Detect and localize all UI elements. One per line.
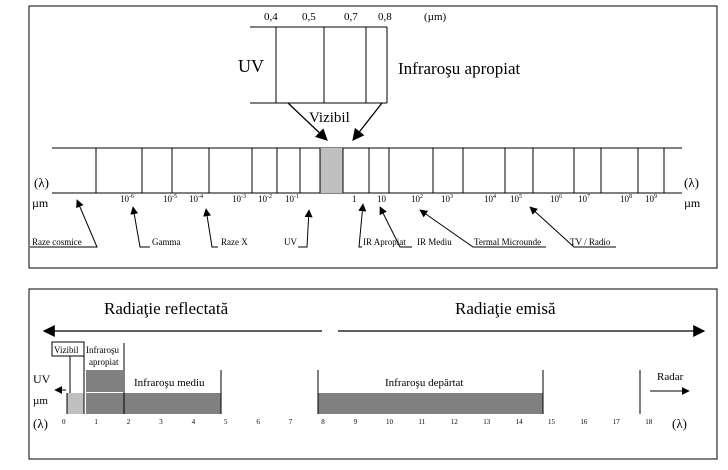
axis-tick-label: 16 [580,418,588,426]
pointer-ir-near [358,203,367,248]
region-label-uv: UV [284,237,297,247]
pointer-cosmic [30,199,98,248]
scale-label: 102 [411,194,423,204]
zoom-tick-label-2: 0,5 [302,11,316,23]
top-unit-right: µm [684,196,701,210]
scale-label: 10 [377,194,387,204]
axis-tick-label: 7 [289,418,293,426]
zoom-unit-label: (µm) [424,11,447,23]
axis-tick-label: 2 [127,418,131,426]
axis-tick-label: 11 [418,418,425,426]
scale-label: 1 [352,194,357,204]
zoom-tick-label-3: 0,7 [344,11,358,23]
pointer-ir-mid [379,206,412,248]
mir-label: Infraroşu mediu [134,377,205,389]
top-unit-left: µm [32,196,49,210]
scale-labels: 10-6 10-5 10-4 10-3 10-2 10-1 1 10 102 1… [120,194,657,204]
region-label-ir-near: IR Apropiat [363,237,406,247]
axis-tick-label: 15 [548,418,556,426]
scale-label: 105 [510,194,522,204]
nir-band-top [86,370,123,392]
axis-tick-label: 17 [613,418,621,426]
scale-label: 108 [620,194,632,204]
top-lambda-left: (λ) [34,175,49,190]
zoom-tick-label-4: 0,8 [378,11,392,23]
fir-label: Infraroşu depărtat [385,377,464,389]
scale-label: 10-5 [163,194,177,204]
bottom-lambda-left: (λ) [33,416,48,431]
reflected-title: Radiaţie reflectată [104,299,229,318]
top-lambda-right: (λ) [684,175,699,190]
scale-label: 10-3 [232,194,246,204]
pointer-xray [203,208,218,248]
nir-box-label-2: apropiat [89,357,119,367]
axis-tick-label: 5 [224,418,228,426]
axis-tick-label: 6 [256,418,260,426]
axis-tick-label: 12 [451,418,459,426]
nir-box-label-1: Infraroşu [86,345,119,355]
spectrum-band [52,147,682,194]
region-label-gamma: Gamma [152,237,181,247]
ir-band-bottom [86,393,221,414]
emitted-title: Radiaţie emisă [455,299,556,318]
band-dividers [95,148,665,193]
axis-tick-label: 14 [516,418,524,426]
scale-label: 10-4 [189,194,203,204]
scale-label: 10-1 [285,194,299,204]
axis-tick-label: 8 [321,418,325,426]
region-label-thermal: Termal Microunde [474,237,541,247]
axis-tick-label: 0 [62,418,66,426]
region-label-cosmic: Raze cosmice [32,237,82,247]
bottom-panel-frame [28,288,718,460]
scale-label: 109 [645,194,657,204]
zoom-inset: 0,4 0,5 0,7 0,8 (µm) UV Infraroşu apropi… [238,11,521,141]
pointer-thermal [419,209,546,248]
region-label-ir-mid: IR Mediu [417,237,452,247]
fir-band [318,393,543,414]
axis-tick-label: 1 [94,418,98,426]
uv-bottom-label: UV [33,372,51,386]
pointer-uv [298,209,313,248]
visible-zoom-label: Vizibil [309,110,350,126]
scale-label: 10-2 [258,194,272,204]
region-pointers [30,199,616,248]
region-label-tv: TV / Radio [570,237,611,247]
scale-label: 103 [441,194,453,204]
funnel-right-arrow [352,102,383,141]
bottom-lambda-right: (λ) [672,416,687,431]
funnel-left-arrow [287,102,328,141]
scale-label: 10-6 [120,194,134,204]
visible-box-label: Vizibil [54,345,79,355]
axis-tick-label: 18 [645,418,653,426]
top-panel-frame [28,5,718,269]
scale-label: 107 [578,194,590,204]
scale-label: 106 [550,194,562,204]
nir-zoom-label: Infraroşu apropiat [398,59,521,78]
visible-strip [67,393,84,414]
axis-tick-label: 9 [354,418,358,426]
zoom-tick-label-1: 0,4 [264,11,278,23]
pointer-gamma [130,206,150,248]
axis-tick-label: 10 [386,418,394,426]
pointer-tv [529,206,616,248]
region-label-xray: Raze X [221,237,248,247]
axis-tick-label: 13 [483,418,491,426]
uv-zoom-label: UV [238,56,264,76]
visible-band [320,148,343,193]
axis-tick-label: 4 [192,418,196,426]
uv-bottom-unit: µm [33,395,48,407]
visible-box [51,341,85,357]
radar-label: Radar [657,371,684,383]
axis-tick-label: 3 [159,418,163,426]
scale-label: 104 [484,194,496,204]
